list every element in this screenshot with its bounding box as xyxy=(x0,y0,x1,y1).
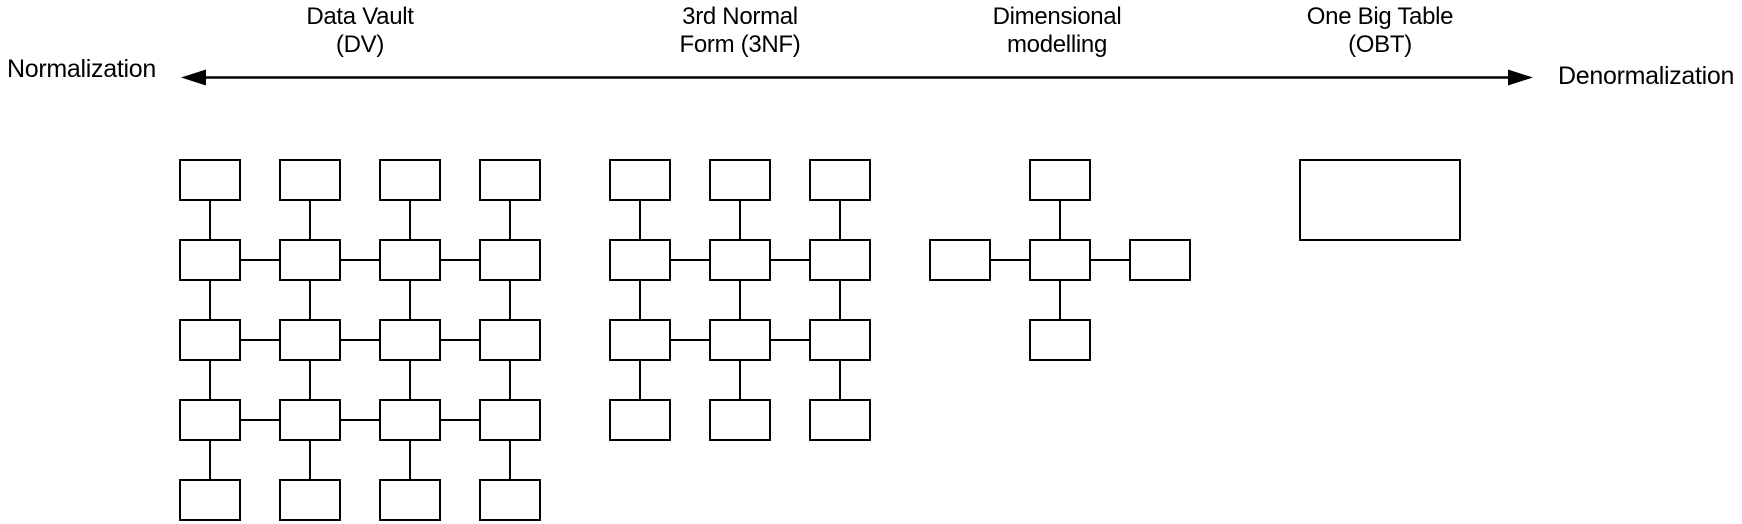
table-box xyxy=(609,319,671,361)
table-box xyxy=(479,399,541,441)
table-box xyxy=(809,239,871,281)
label-line: 3rd Normal xyxy=(682,3,798,30)
arrow-right-head-icon xyxy=(1508,69,1533,86)
label-line: One Big Table xyxy=(1306,3,1454,30)
table-box xyxy=(279,159,341,201)
table-box xyxy=(809,319,871,361)
table-box xyxy=(809,159,871,201)
table-box xyxy=(479,159,541,201)
table-box xyxy=(609,399,671,441)
table-box xyxy=(179,479,241,521)
dimension-box xyxy=(1029,319,1091,361)
label-data-vault: Data Vault (DV) xyxy=(306,3,414,59)
table-box xyxy=(279,399,341,441)
table-box xyxy=(179,399,241,441)
one-big-table-box xyxy=(1299,159,1461,241)
arrow-left-head-icon xyxy=(181,69,206,86)
table-box xyxy=(709,159,771,201)
axis-label-denormalization: Denormalization xyxy=(1558,62,1735,90)
table-box xyxy=(609,239,671,281)
label-one-big-table: One Big Table (OBT) xyxy=(1306,3,1454,59)
label-dimensional-modelling: Dimensional modelling xyxy=(993,3,1122,59)
axis-label-normalization: Normalization xyxy=(7,55,156,83)
table-box xyxy=(279,239,341,281)
table-box xyxy=(709,399,771,441)
table-box xyxy=(479,479,541,521)
table-box xyxy=(479,319,541,361)
table-box xyxy=(179,239,241,281)
label-line: (DV) xyxy=(335,31,385,58)
label-line: (OBT) xyxy=(1348,31,1412,58)
table-box xyxy=(709,239,771,281)
label-3nf: 3rd Normal Form (3NF) xyxy=(680,3,801,59)
table-box xyxy=(179,319,241,361)
table-box xyxy=(379,479,441,521)
table-box xyxy=(479,239,541,281)
label-line: modelling xyxy=(1006,31,1108,58)
label-line: Form (3NF) xyxy=(679,31,801,58)
table-box xyxy=(379,159,441,201)
label-line: Data Vault xyxy=(306,3,414,30)
label-line: Dimensional xyxy=(992,3,1122,30)
table-box xyxy=(809,399,871,441)
dimension-box xyxy=(929,239,991,281)
table-box xyxy=(379,399,441,441)
table-box xyxy=(279,479,341,521)
dimension-box xyxy=(1129,239,1191,281)
table-box xyxy=(709,319,771,361)
table-box xyxy=(379,319,441,361)
table-box xyxy=(179,159,241,201)
table-box xyxy=(379,239,441,281)
dimension-box xyxy=(1029,159,1091,201)
table-box xyxy=(609,159,671,201)
fact-box xyxy=(1029,239,1091,281)
table-box xyxy=(279,319,341,361)
